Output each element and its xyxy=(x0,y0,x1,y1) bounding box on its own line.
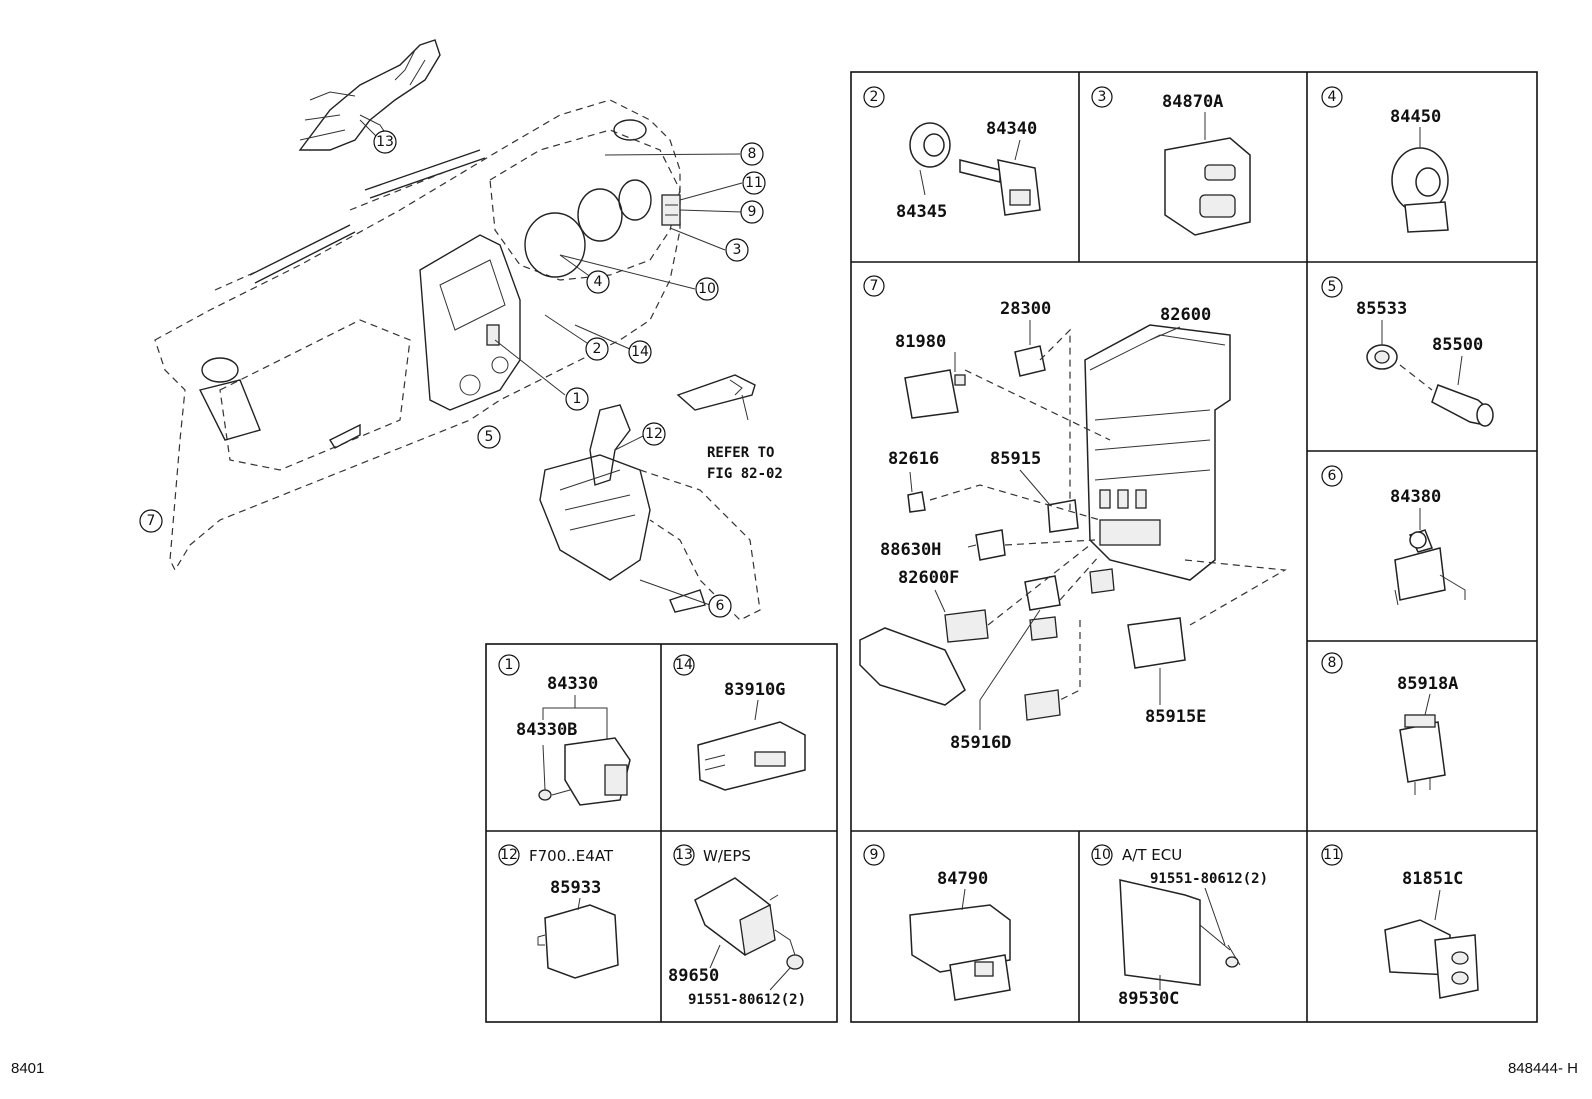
svg-text:84345: 84345 xyxy=(896,202,947,222)
svg-text:84330B: 84330B xyxy=(516,720,577,740)
svg-text:89530C: 89530C xyxy=(1118,989,1179,1009)
svg-text:12: 12 xyxy=(645,426,663,442)
box-14: 14 83910G xyxy=(673,654,806,791)
svg-text:6: 6 xyxy=(1328,468,1337,484)
callout-12: 12 xyxy=(642,422,666,446)
svg-text:91551-80612(2): 91551-80612(2) xyxy=(1150,871,1268,887)
svg-text:89650: 89650 xyxy=(668,966,719,986)
svg-text:81851C: 81851C xyxy=(1402,869,1463,889)
svg-text:7: 7 xyxy=(870,278,879,294)
svg-text:13: 13 xyxy=(675,847,693,863)
callout-5: 5 xyxy=(477,425,501,449)
footer-left-code: 8401 xyxy=(11,1060,45,1077)
svg-text:2: 2 xyxy=(870,89,879,105)
box-2: 2 84340 84345 xyxy=(863,86,1041,222)
svg-text:W/EPS: W/EPS xyxy=(703,847,751,865)
svg-text:85915E: 85915E xyxy=(1145,707,1206,727)
svg-text:13: 13 xyxy=(376,134,394,150)
svg-text:5: 5 xyxy=(485,429,494,445)
callout-10: 10 xyxy=(695,277,719,301)
left-grid-frame xyxy=(485,643,838,1023)
svg-text:84340: 84340 xyxy=(986,119,1037,139)
svg-text:88630H: 88630H xyxy=(880,540,941,560)
svg-text:12: 12 xyxy=(500,847,518,863)
svg-text:FIG 82-02: FIG 82-02 xyxy=(707,466,783,482)
svg-text:7: 7 xyxy=(147,513,156,529)
svg-text:82616: 82616 xyxy=(888,449,939,469)
svg-text:84870A: 84870A xyxy=(1162,92,1223,112)
callout-4: 4 xyxy=(586,270,610,294)
svg-text:28300: 28300 xyxy=(1000,299,1051,319)
box-9: 9 84790 xyxy=(863,844,1011,1001)
right-grid-frame xyxy=(850,71,1538,1023)
box-5: 5 85533 85500 xyxy=(1321,276,1494,427)
svg-text:85500: 85500 xyxy=(1432,335,1483,355)
callout-7: 7 xyxy=(139,509,163,533)
svg-text:84450: 84450 xyxy=(1390,107,1441,127)
svg-text:85916D: 85916D xyxy=(950,733,1011,753)
svg-text:84790: 84790 xyxy=(937,869,988,889)
svg-text:14: 14 xyxy=(675,657,693,673)
svg-text:8: 8 xyxy=(1328,655,1337,671)
svg-text:REFER TO: REFER TO xyxy=(707,445,774,461)
svg-text:4: 4 xyxy=(594,274,603,290)
callout-8: 8 xyxy=(740,142,764,166)
box-11: 11 81851C xyxy=(1321,844,1479,999)
svg-text:14: 14 xyxy=(631,344,649,360)
svg-text:8: 8 xyxy=(748,146,757,162)
svg-text:6: 6 xyxy=(716,598,725,614)
svg-text:1: 1 xyxy=(505,657,514,673)
svg-text:85915: 85915 xyxy=(990,449,1041,469)
svg-text:84380: 84380 xyxy=(1390,487,1441,507)
svg-text:84330: 84330 xyxy=(547,674,598,694)
svg-text:82600: 82600 xyxy=(1160,305,1211,325)
box-8: 8 85918A xyxy=(1321,652,1458,795)
box-3: 3 84870A xyxy=(1091,86,1251,236)
dashboard-overview xyxy=(154,39,761,621)
svg-text:11: 11 xyxy=(1323,847,1341,863)
refer-note: REFER TO FIG 82-02 xyxy=(707,445,783,482)
box-6: 6 84380 xyxy=(1321,465,1466,606)
callout-14: 14 xyxy=(628,340,652,364)
svg-text:11: 11 xyxy=(745,175,763,191)
callout-6: 6 xyxy=(708,594,732,618)
svg-text:5: 5 xyxy=(1328,279,1337,295)
callout-13: 13 xyxy=(373,130,397,154)
svg-text:2: 2 xyxy=(593,341,602,357)
svg-text:1: 1 xyxy=(573,391,582,407)
svg-text:83910G: 83910G xyxy=(724,680,785,700)
box-7: 7 28300 82600 81980 82616 85915 88630H 8… xyxy=(859,275,1287,753)
svg-text:A/T ECU: A/T ECU xyxy=(1122,846,1182,864)
box-4: 4 84450 xyxy=(1321,86,1449,233)
callout-9: 9 xyxy=(740,200,764,224)
callout-11: 11 xyxy=(742,171,766,195)
svg-text:82600F: 82600F xyxy=(898,568,959,588)
overview-callouts: 13 8 11 9 3 4 10 2 14 1 12 5 7 6 xyxy=(139,130,766,618)
svg-text:10: 10 xyxy=(1093,847,1111,863)
box-1: 1 84330 84330B xyxy=(498,654,631,806)
svg-text:3: 3 xyxy=(733,242,742,258)
svg-text:85918A: 85918A xyxy=(1397,674,1458,694)
svg-text:9: 9 xyxy=(870,847,879,863)
svg-text:85933: 85933 xyxy=(550,878,601,898)
box-12: 12 F700..E4AT 85933 xyxy=(498,844,619,979)
svg-text:91551-80612(2): 91551-80612(2) xyxy=(688,992,806,1008)
callout-3: 3 xyxy=(725,238,749,262)
callout-2: 2 xyxy=(585,337,609,361)
footer-right-code: 848444- H xyxy=(1507,1060,1578,1077)
svg-text:3: 3 xyxy=(1098,89,1107,105)
box-13: 13 W/EPS 89650 91551-80612(2) xyxy=(668,844,806,1008)
callout-1: 1 xyxy=(565,387,589,411)
svg-text:4: 4 xyxy=(1328,89,1337,105)
svg-text:10: 10 xyxy=(698,281,716,297)
svg-text:F700..E4AT: F700..E4AT xyxy=(529,847,614,865)
box-10: 10 A/T ECU 91551-80612(2) 89530C xyxy=(1091,844,1268,1009)
svg-text:81980: 81980 xyxy=(895,332,946,352)
svg-text:9: 9 xyxy=(748,204,757,220)
svg-text:85533: 85533 xyxy=(1356,299,1407,319)
